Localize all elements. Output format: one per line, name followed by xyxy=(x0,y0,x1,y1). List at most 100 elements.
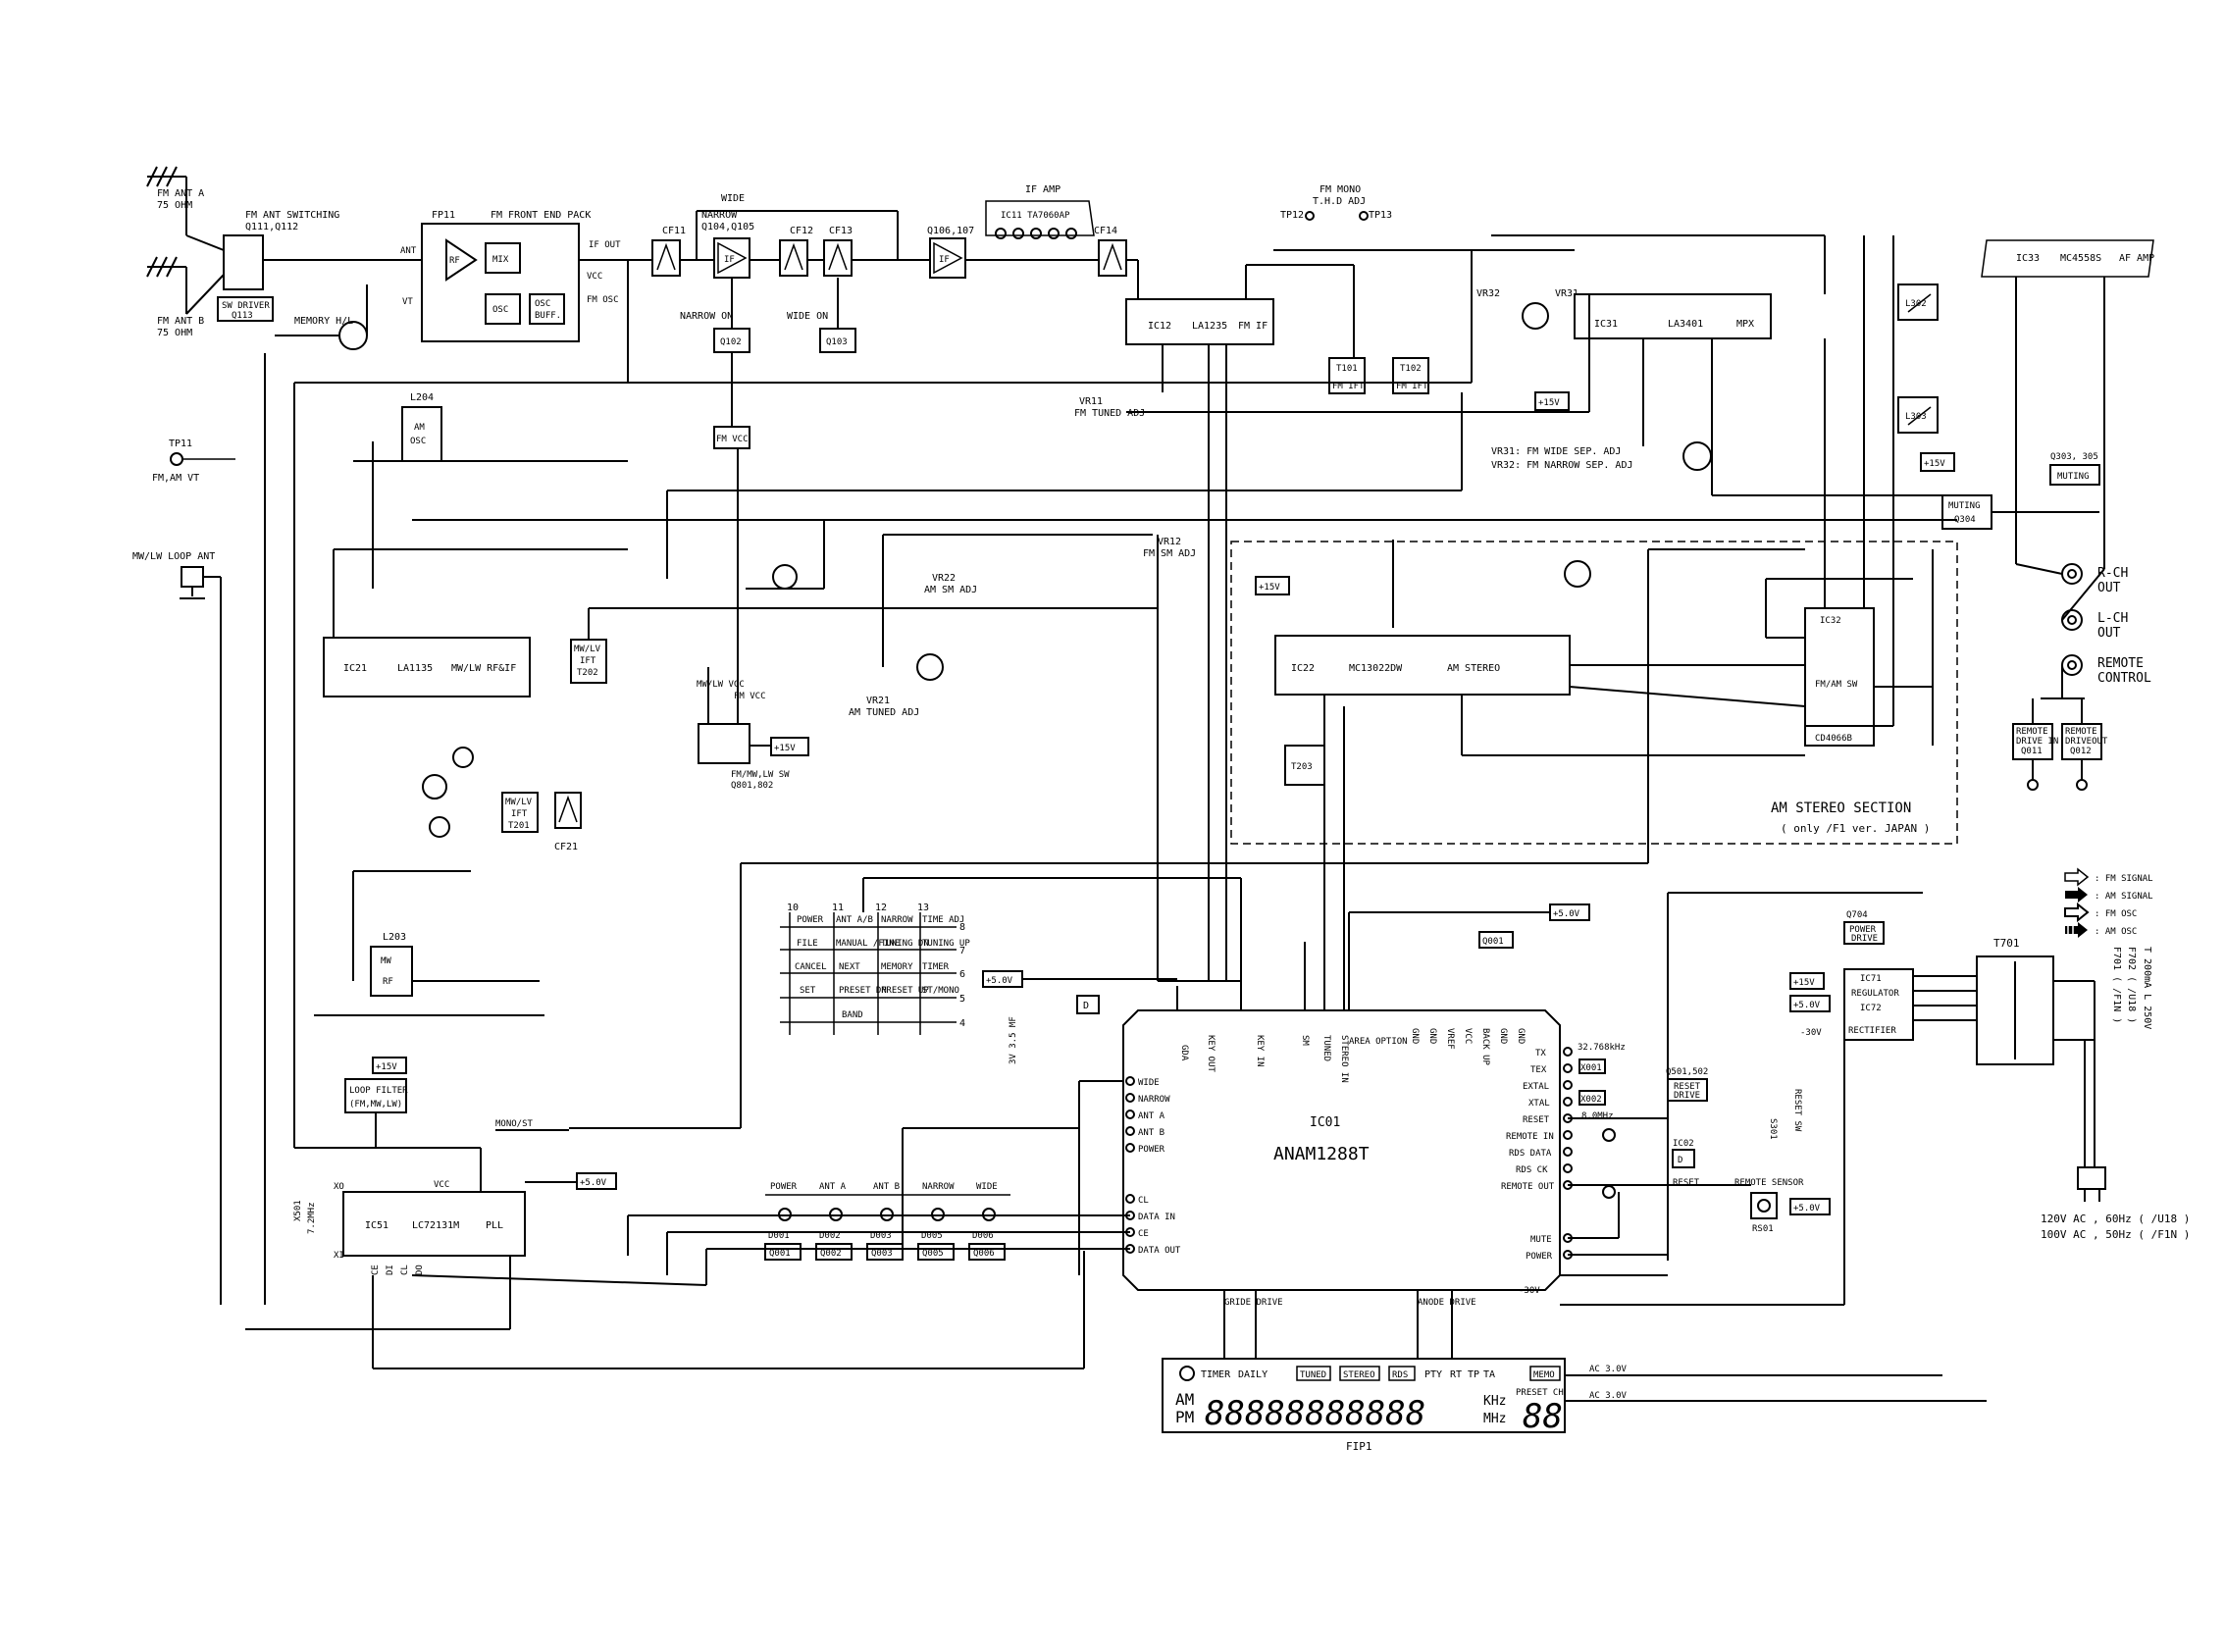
svg-text:NARROW: NARROW xyxy=(701,210,738,221)
svg-text:TUNED: TUNED xyxy=(1321,1035,1331,1061)
svg-text:Q104,Q105: Q104,Q105 xyxy=(701,222,754,232)
svg-text:XO: XO xyxy=(334,1182,344,1192)
fm-osc-arrow-icon xyxy=(2064,902,2090,923)
svg-text:IF: IF xyxy=(939,255,950,265)
svg-text:POWER: POWER xyxy=(1849,925,1877,935)
svg-text:OUT: OUT xyxy=(2097,626,2121,641)
svg-text:Q111,Q112: Q111,Q112 xyxy=(245,222,298,232)
svg-text:BUFF.: BUFF. xyxy=(535,311,561,321)
svg-text:FM FRONT END PACK: FM FRONT END PACK xyxy=(491,210,591,221)
svg-text:T201: T201 xyxy=(508,821,530,831)
svg-text:ST/MONO: ST/MONO xyxy=(922,986,959,996)
svg-text:T202: T202 xyxy=(577,668,598,678)
svg-text:WIDE: WIDE xyxy=(721,193,745,204)
svg-text:REMOTE SENSOR: REMOTE SENSOR xyxy=(1734,1178,1804,1188)
svg-text:RDS CK: RDS CK xyxy=(1516,1165,1548,1175)
svg-text:DRIVE IN: DRIVE IN xyxy=(2016,737,2058,747)
svg-text:FM/MW,LW SW: FM/MW,LW SW xyxy=(731,770,790,780)
ic01-mcu: IC01 ANAM1288T GDA KEY OUT KEY IN SM TUN… xyxy=(1122,903,1626,1368)
svg-text:CF12: CF12 xyxy=(790,226,813,236)
svg-text:RESET SW: RESET SW xyxy=(1792,1089,1802,1132)
svg-text:+5.0V: +5.0V xyxy=(1793,1204,1821,1213)
svg-text:KEY OUT: KEY OUT xyxy=(1206,1035,1216,1073)
mw-lw-loop-antenna: MW/LW LOOP ANT xyxy=(132,551,222,1305)
svg-text:7.2MHz: 7.2MHz xyxy=(307,1202,317,1234)
svg-text:REMOTE: REMOTE xyxy=(2065,727,2097,737)
svg-text:FM OSC: FM OSC xyxy=(587,295,619,305)
svg-text:CL: CL xyxy=(1138,1196,1149,1206)
svg-text:X001: X001 xyxy=(1580,1063,1602,1073)
svg-text:6: 6 xyxy=(959,969,965,980)
ic32-fm-am-switch: IC32 FM/AM SW CD4066B xyxy=(1765,549,1934,747)
svg-text:IF AMP: IF AMP xyxy=(1025,184,1061,195)
svg-text:WIDE ON: WIDE ON xyxy=(787,311,828,322)
svg-text:TUNING UP: TUNING UP xyxy=(922,939,970,949)
rca-outputs: R-CH OUT L-CH OUT REMOTE CONTROL xyxy=(2015,563,2151,699)
svg-text:IC72: IC72 xyxy=(1860,1004,1882,1013)
l203-mw-rf: L203 MW RF xyxy=(314,870,544,1016)
svg-text:12: 12 xyxy=(875,903,887,913)
svg-text:OSC: OSC xyxy=(410,437,426,446)
svg-text:CONTROL: CONTROL xyxy=(2097,671,2151,686)
svg-text:VR31: FM WIDE SEP. ADJ: VR31: FM WIDE SEP. ADJ xyxy=(1491,446,1621,457)
svg-text:GND: GND xyxy=(1498,1028,1508,1044)
ic12-fm-if: IC12 LA1235 FM IF VR11 FM TUNED ADJ T101… xyxy=(1074,260,1429,419)
svg-text:TA: TA xyxy=(1483,1369,1495,1380)
svg-text:VR31: VR31 xyxy=(1555,288,1578,299)
svg-text:IC12: IC12 xyxy=(1148,321,1171,332)
svg-text:AM: AM xyxy=(1175,1390,1194,1409)
svg-text:EXTAL: EXTAL xyxy=(1523,1082,1549,1092)
svg-text:8.0MHz: 8.0MHz xyxy=(1581,1111,1614,1121)
svg-text:FM VCC: FM VCC xyxy=(734,692,766,701)
svg-text:BAND: BAND xyxy=(842,1010,863,1020)
svg-text:13: 13 xyxy=(917,903,929,913)
am-signal-arrow-icon xyxy=(2065,887,2088,903)
svg-text:DATA IN: DATA IN xyxy=(1138,1213,1175,1222)
svg-text:MW/LW VCC: MW/LW VCC xyxy=(697,680,745,690)
svg-text:ANT A/B: ANT A/B xyxy=(836,915,873,925)
svg-text:CF14: CF14 xyxy=(1094,226,1117,236)
svg-text:MHz: MHz xyxy=(1483,1412,1506,1426)
svg-text:+15V: +15V xyxy=(1924,459,1945,469)
svg-text:VT: VT xyxy=(402,297,413,307)
svg-text:Q011: Q011 xyxy=(2021,747,2043,756)
svg-text:TP11: TP11 xyxy=(169,439,192,449)
svg-text:7: 7 xyxy=(959,946,965,956)
svg-text:FIP1: FIP1 xyxy=(1346,1440,1372,1453)
svg-text:ANT A: ANT A xyxy=(819,1182,847,1192)
svg-text:DRIVE: DRIVE xyxy=(1674,1091,1700,1101)
svg-text:RS01: RS01 xyxy=(1752,1224,1774,1234)
svg-text:TP12: TP12 xyxy=(1280,210,1304,221)
cf11-filter: CF11 xyxy=(651,226,686,277)
svg-text:LC72131M: LC72131M xyxy=(412,1220,459,1231)
svg-text:MW: MW xyxy=(381,956,391,966)
svg-text:VR21: VR21 xyxy=(866,696,890,706)
svg-text:LA1135: LA1135 xyxy=(397,663,433,674)
svg-text:AREA OPTION: AREA OPTION xyxy=(1349,1037,1408,1047)
svg-text:LA1235: LA1235 xyxy=(1192,321,1227,332)
svg-text:DAILY: DAILY xyxy=(1238,1369,1268,1380)
svg-text:L302: L302 xyxy=(1905,299,1927,309)
svg-text:+5.0V: +5.0V xyxy=(580,1178,607,1188)
svg-text:D: D xyxy=(1083,1001,1089,1011)
svg-text:MEMORY: MEMORY xyxy=(881,962,913,972)
fm-mw-lw-switch: MW/LW VCC FM VCC +15V FM/MW,LW SW Q801,8… xyxy=(697,448,809,791)
svg-text:IC01: IC01 xyxy=(1310,1115,1340,1130)
svg-text:120V AC , 60Hz ( /U18 ): 120V AC , 60Hz ( /U18 ) xyxy=(2041,1213,2190,1225)
svg-text:8: 8 xyxy=(959,922,965,933)
svg-text:Q103: Q103 xyxy=(826,337,848,347)
svg-text:100V AC , 50Hz ( /F1N ): 100V AC , 50Hz ( /F1N ) xyxy=(2041,1228,2190,1241)
svg-text:REMOTE OUT: REMOTE OUT xyxy=(1501,1182,1555,1192)
svg-text:IF: IF xyxy=(724,255,735,265)
svg-text:3V 3.5 MF: 3V 3.5 MF xyxy=(1009,1016,1018,1064)
loop-filter: +15V LOOP FILTER (FM,MW,LW) MONO/ST xyxy=(294,1057,569,1192)
svg-text:FM IFT: FM IFT xyxy=(1332,382,1365,391)
svg-text:75 OHM: 75 OHM xyxy=(157,200,192,211)
svg-text:MW/LV: MW/LV xyxy=(574,645,601,654)
svg-text:T.H.D ADJ: T.H.D ADJ xyxy=(1313,196,1366,207)
svg-text:Q102: Q102 xyxy=(720,337,742,347)
remote-drive: REMOTE DRIVE IN Q011 REMOTE DRIVEOUT Q01… xyxy=(2012,698,2108,791)
svg-text:VR11: VR11 xyxy=(1079,396,1103,407)
svg-text:PRESET DN: PRESET DN xyxy=(839,986,887,996)
